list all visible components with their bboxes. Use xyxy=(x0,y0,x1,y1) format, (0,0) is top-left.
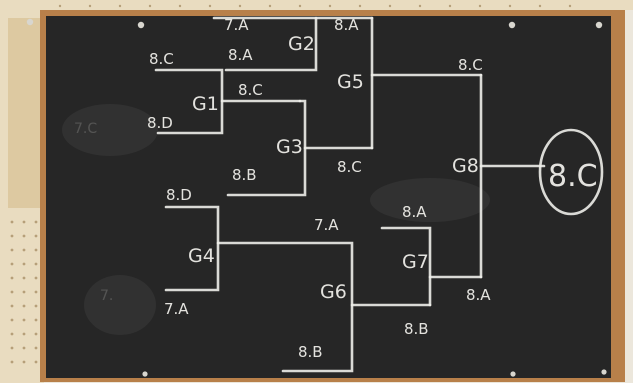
g6-bottom-team: 8.B xyxy=(298,343,323,361)
game-label-g8: G8 xyxy=(452,155,479,177)
game-label-g1: G1 xyxy=(192,93,219,115)
g6-top-team: 7.A xyxy=(314,216,339,234)
game-label-g3: G3 xyxy=(276,136,303,158)
game-label-g7: G7 xyxy=(402,251,429,273)
ghost-mark-upper: 7.C xyxy=(74,121,97,137)
g8-top-team: 8.C xyxy=(458,56,483,74)
champion-label: 8.C xyxy=(548,159,598,194)
game-label-g4: G4 xyxy=(188,245,215,267)
g4-bottom-team: 7.A xyxy=(164,300,189,318)
g5-top-team: 8.A xyxy=(334,16,359,34)
g3-bottom-team: 8.B xyxy=(232,166,257,184)
g7-top-team: 8.A xyxy=(402,203,427,221)
g3-top-team: 8.C xyxy=(238,81,263,99)
g8-bottom-team: 8.A xyxy=(466,286,491,304)
g1-top-team: 8.C xyxy=(149,50,174,68)
g1-bottom-team: 8.D xyxy=(147,114,173,132)
right-wall-strip xyxy=(625,10,633,383)
game-label-g5: G5 xyxy=(337,71,364,93)
game-label-g6: G6 xyxy=(320,281,347,303)
g7-bottom-team: 8.B xyxy=(404,320,429,338)
g4-top-team: 8.D xyxy=(166,186,192,204)
g2-bottom-team: 8.A xyxy=(228,46,253,64)
g5-bottom-team: 8.C xyxy=(337,158,362,176)
game-label-g2: G2 xyxy=(288,33,315,55)
ghost-mark-lower: 7. xyxy=(100,288,113,304)
g2-top-team: 7.A xyxy=(224,16,249,34)
